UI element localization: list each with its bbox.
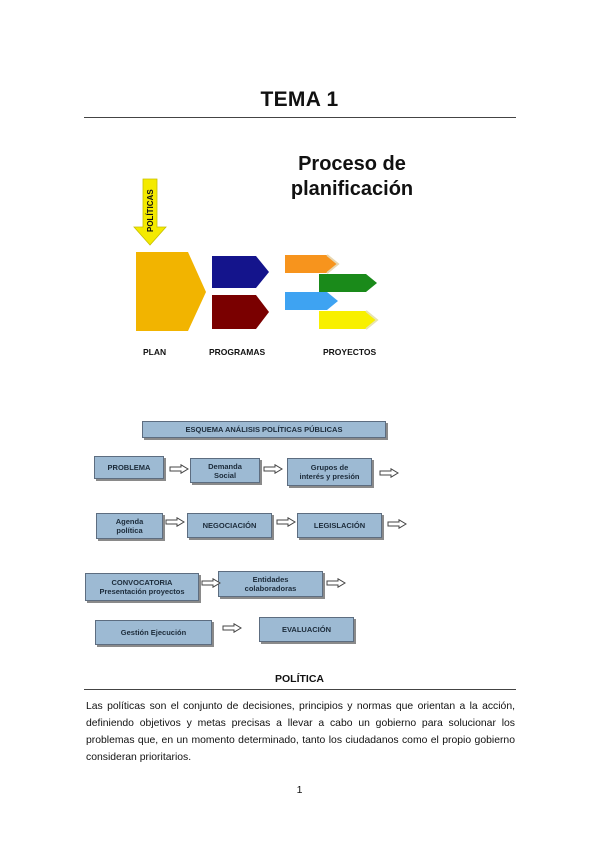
- arrow-right-icon: [379, 468, 399, 478]
- programs-label: PROGRAMAS: [209, 347, 266, 357]
- box-legislacion: LEGISLACIÓN: [297, 513, 382, 538]
- projects-label: PROYECTOS: [323, 347, 377, 357]
- arrow-right-icon: [263, 464, 283, 474]
- section-heading: POLÍTICA: [275, 673, 324, 685]
- header-rule: [84, 117, 516, 118]
- politicas-arrow: [133, 178, 167, 246]
- project-shape-yellow: [319, 311, 377, 329]
- arrow-right-icon: [326, 578, 346, 588]
- box-grupos-interes: Grupos de interés y presión: [287, 458, 372, 486]
- project-shape-green: [319, 274, 377, 292]
- box-evaluacion: EVALUACIÓN: [259, 617, 354, 642]
- box-demanda-social: Demanda Social: [190, 458, 260, 483]
- planning-figure-title: Proceso de planificación: [290, 153, 414, 200]
- planning-diagram: [133, 178, 379, 331]
- arrow-right-icon: [169, 464, 189, 474]
- scheme-title-box: ESQUEMA ANÁLISIS POLÍTICAS PÚBLICAS: [142, 421, 386, 438]
- box-problema: PROBLEMA: [94, 456, 164, 479]
- project-shape-blue: [285, 292, 338, 310]
- program-shape-1: [212, 256, 269, 288]
- page-title: TEMA 1: [260, 88, 339, 111]
- section-rule: [84, 689, 516, 690]
- arrow-right-icon: [165, 517, 185, 527]
- box-entidades-colaboradoras: Entidades colaboradoras: [218, 571, 323, 597]
- arrow-right-icon: [222, 623, 242, 633]
- box-negociacion: NEGOCIACIÓN: [187, 513, 272, 538]
- project-shape-orange: [285, 255, 338, 273]
- arrow-right-icon: [387, 519, 407, 529]
- box-convocatoria: CONVOCATORIA Presentación proyectos: [85, 573, 199, 601]
- plan-shape: [136, 252, 206, 331]
- program-shape-2: [212, 295, 269, 329]
- page-number: 1: [296, 784, 303, 796]
- box-gestion-ejecucion: Gestión Ejecución: [95, 620, 212, 645]
- box-agenda-politica: Agenda política: [96, 513, 163, 539]
- arrow-right-icon: [276, 517, 296, 527]
- arrow-right-icon: [201, 578, 221, 588]
- plan-label: PLAN: [143, 347, 167, 357]
- section-paragraph: Las políticas son el conjunto de decisio…: [86, 701, 515, 763]
